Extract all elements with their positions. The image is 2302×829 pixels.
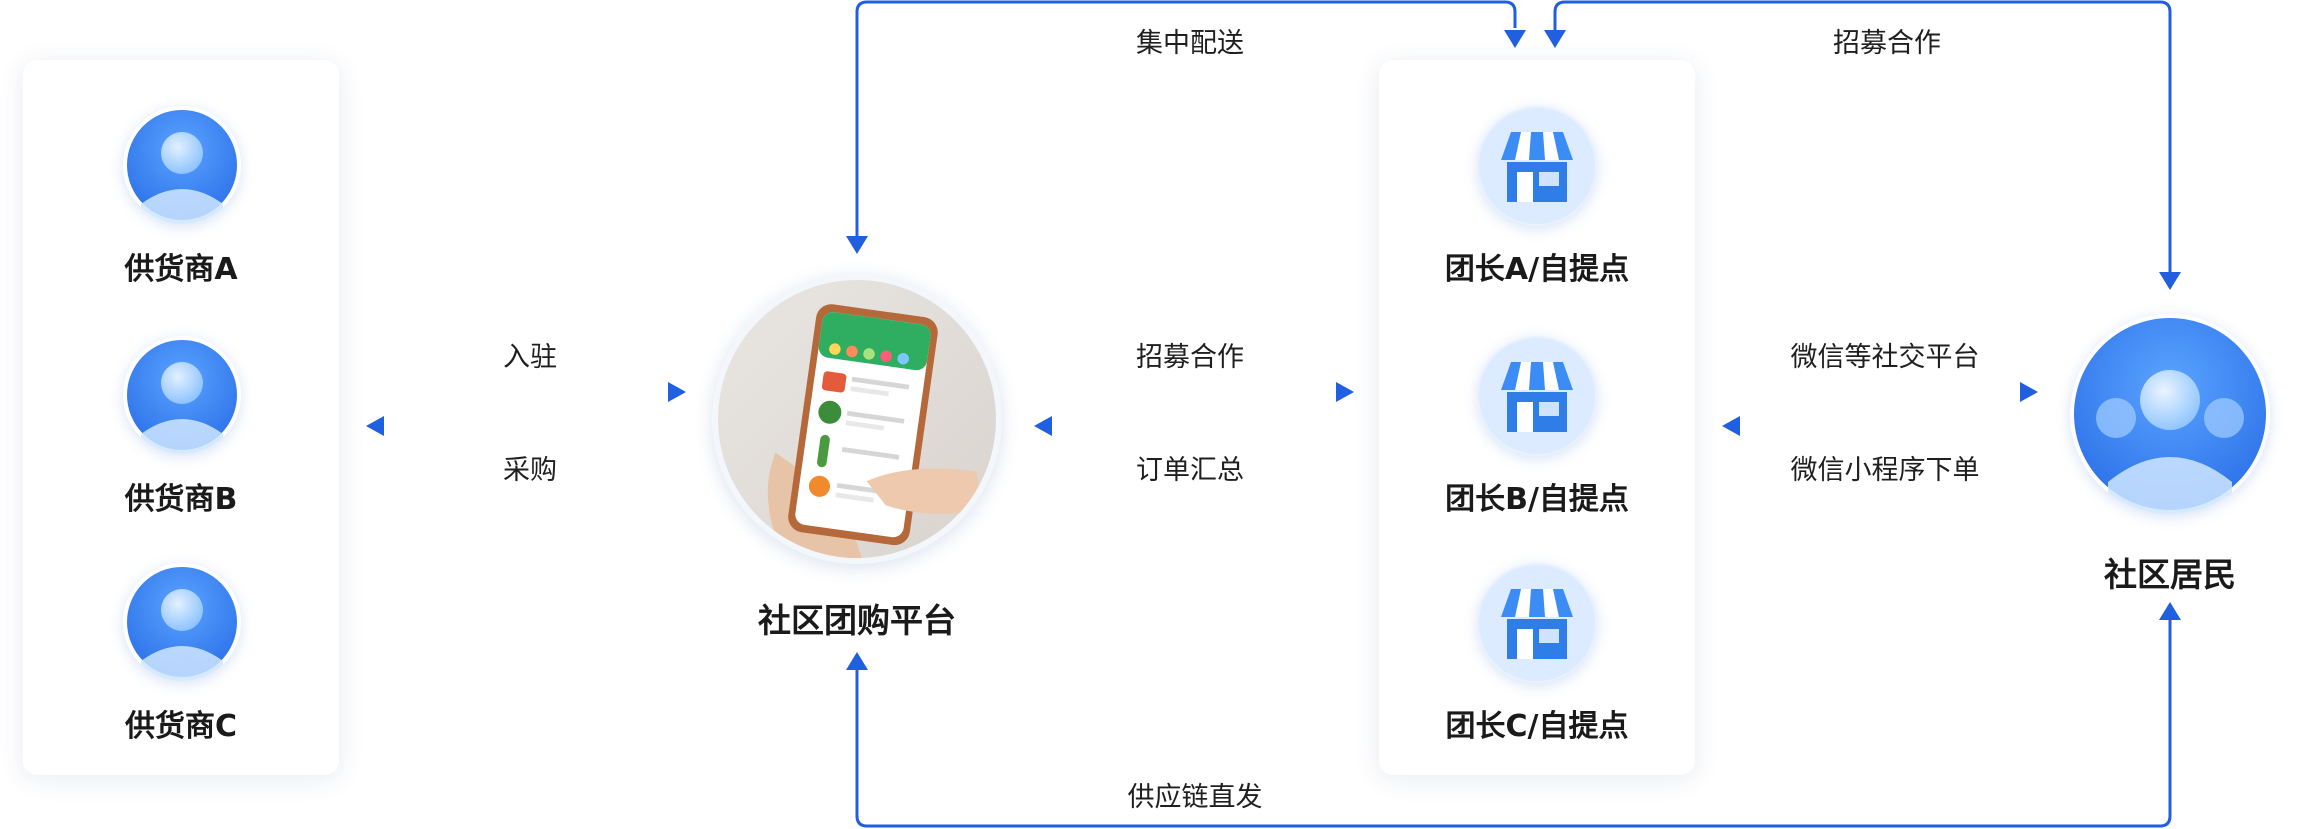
supplier-node-b: 供货商B <box>23 330 339 520</box>
edge-label-wechat-miniprogram: 微信小程序下单 <box>1790 455 1980 486</box>
person-avatar-icon <box>123 106 241 224</box>
arrowhead-wechat-miniprogram <box>1722 416 1740 436</box>
person-avatar-icon <box>123 563 241 681</box>
platform-node: 社区团购平台 <box>700 270 1014 650</box>
leader-label: 团长B/自提点 <box>1445 482 1629 517</box>
arrowhead-wechat-social <box>2020 382 2038 402</box>
edge-label-order-summary: 订单汇总 <box>1136 455 1244 486</box>
arrowhead-supply-platform <box>846 652 868 670</box>
arrowhead-central-delivery-leaders <box>1504 30 1526 48</box>
edge-label-recruit-top: 招募合作 <box>1833 28 1941 59</box>
residents-node: 社区居民 <box>2060 310 2280 600</box>
storefront-icon <box>1477 106 1597 226</box>
platform-label: 社区团购平台 <box>758 601 956 640</box>
supplier-label: 供货商B <box>124 482 238 517</box>
arrowhead-recruit-top-leaders <box>1544 30 1566 48</box>
edge-label-supply-chain-direct: 供应链直发 <box>1127 782 1263 813</box>
edge-label-central-delivery: 集中配送 <box>1136 28 1244 59</box>
leader-node-b: 团长B/自提点 <box>1379 330 1695 520</box>
edge-label-settle-in: 入驻 <box>503 342 557 373</box>
leader-node-a: 团长A/自提点 <box>1379 100 1695 290</box>
leader-label: 团长C/自提点 <box>1445 709 1629 744</box>
supplier-node-c: 供货商C <box>23 557 339 747</box>
people-group-icon <box>2070 314 2270 514</box>
arrowhead-supply-residents <box>2159 602 2181 620</box>
arrow-recruit-top <box>1553 0 2172 272</box>
arrowhead-order-summary <box>1034 416 1052 436</box>
supplier-label: 供货商A <box>124 252 238 287</box>
storefront-icon <box>1477 563 1597 683</box>
person-avatar-icon <box>123 336 241 454</box>
leader-node-c: 团长C/自提点 <box>1379 557 1695 747</box>
arrowhead-recruit-top-residents <box>2159 272 2181 290</box>
arrowhead-central-delivery-down <box>846 236 868 254</box>
residents-label: 社区居民 <box>2104 555 2236 594</box>
storefront-icon <box>1477 336 1597 456</box>
arrowhead-purchase <box>366 416 384 436</box>
arrowhead-settle-in <box>668 382 686 402</box>
edge-label-recruit-mid: 招募合作 <box>1136 342 1244 373</box>
arrowhead-recruit-mid <box>1336 382 1354 402</box>
supplier-node-a: 供货商A <box>23 100 339 290</box>
edge-label-purchase: 采购 <box>503 455 557 486</box>
edge-label-wechat-social: 微信等社交平台 <box>1790 342 1980 373</box>
arrow-supply-chain-direct <box>855 620 2172 828</box>
supplier-label: 供货商C <box>124 709 238 744</box>
arrow-central-delivery <box>855 0 1517 236</box>
leader-label: 团长A/自提点 <box>1444 252 1630 287</box>
phone-photo <box>712 274 1002 564</box>
